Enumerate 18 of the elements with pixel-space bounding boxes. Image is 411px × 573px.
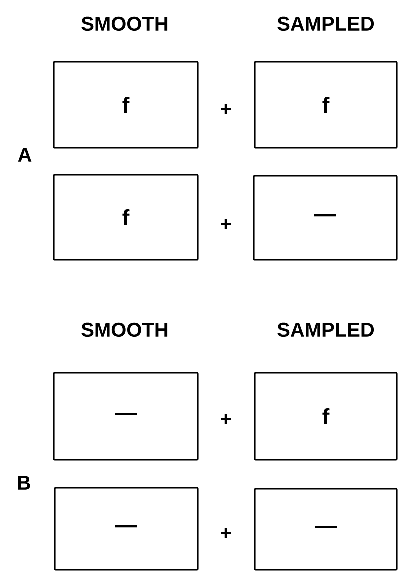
panel-box: — xyxy=(54,487,199,571)
panel-box: f xyxy=(254,372,398,461)
panel-box: f xyxy=(53,61,199,149)
panel-box: f xyxy=(53,174,199,261)
column-heading: SAMPLED xyxy=(278,16,374,32)
column-heading: SMOOTH xyxy=(82,16,168,32)
plus-sign: + xyxy=(221,414,232,424)
panel-box: — xyxy=(53,372,199,461)
panel-letter: A xyxy=(18,148,32,162)
plus-sign: + xyxy=(221,104,232,114)
panel-letter: B xyxy=(18,476,30,490)
column-heading: SMOOTH xyxy=(82,322,168,338)
plus-sign: + xyxy=(221,528,232,538)
panel-box: f xyxy=(254,61,398,149)
column-heading: SAMPLED xyxy=(278,322,374,338)
panel-box: — xyxy=(253,175,398,261)
plus-sign: + xyxy=(221,219,232,230)
panel-box: — xyxy=(254,488,398,571)
